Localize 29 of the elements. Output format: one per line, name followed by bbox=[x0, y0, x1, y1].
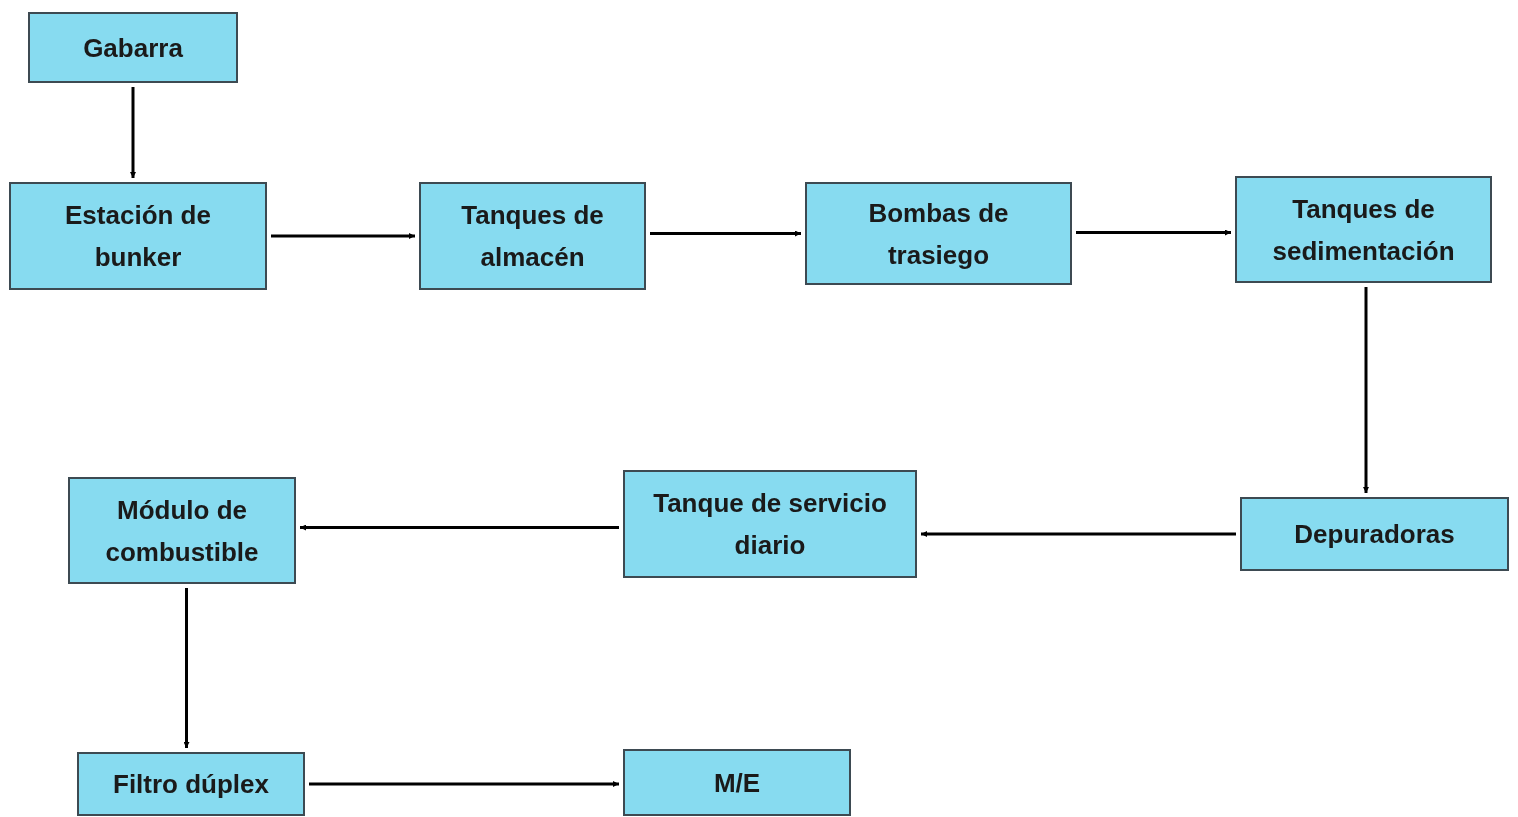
arrow bbox=[1076, 229, 1231, 236]
process-box bbox=[28, 12, 238, 83]
box-label: Bombas de trasiego bbox=[867, 196, 1010, 272]
box-label: Depuradoras bbox=[1293, 518, 1456, 551]
process-box bbox=[419, 182, 646, 290]
process-box bbox=[623, 749, 851, 816]
arrow bbox=[183, 588, 190, 748]
process-box bbox=[623, 470, 917, 578]
arrow bbox=[921, 531, 1236, 537]
arrow bbox=[1363, 287, 1369, 493]
box-label: Gabarra bbox=[82, 31, 184, 65]
box-label: Estación de bunker bbox=[64, 199, 212, 274]
arrow bbox=[309, 781, 619, 787]
process-box bbox=[805, 182, 1072, 285]
box-label: Filtro dúplex bbox=[112, 768, 270, 801]
arrow bbox=[271, 233, 415, 239]
arrow bbox=[130, 87, 136, 178]
process-box bbox=[9, 182, 267, 290]
arrow bbox=[300, 524, 619, 531]
box-label: Tanque de servicio diario bbox=[652, 487, 888, 562]
process-box bbox=[68, 477, 296, 584]
box-label: Tanques de sedimentación bbox=[1271, 192, 1456, 268]
process-box bbox=[1235, 176, 1492, 283]
process-box bbox=[77, 752, 305, 816]
process-box bbox=[1240, 497, 1509, 571]
box-label: Tanques de almacén bbox=[460, 199, 605, 274]
box-label: Módulo de combustible bbox=[104, 493, 260, 569]
arrow bbox=[650, 230, 801, 237]
box-label: M/E bbox=[712, 766, 762, 800]
